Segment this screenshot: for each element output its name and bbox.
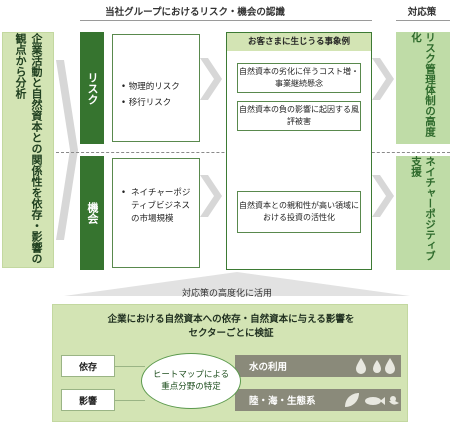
analysis-text: 企業活動と自然資本との関係性を依存・影響の観点から分析	[14, 33, 43, 264]
recognition-header: 当社グループにおけるリスク・機会の認識	[105, 7, 285, 18]
water-use-label: 水の利用	[249, 362, 288, 373]
sector-analysis-panel: 企業における自然資本への依存・自然資本に与える影響を セクターごとに検証 水の利…	[52, 304, 408, 422]
risk-arrow-1	[200, 58, 222, 100]
heatmap-oval: ヒートマップによる重点分野の特定	[141, 353, 241, 409]
land-sea-bar: 陸・海・生態系	[235, 389, 401, 411]
events-header: お客さまに生じうる事象例	[227, 33, 371, 51]
risk-item-transition: • 移行リスク	[121, 98, 172, 108]
opportunity-item-market: • ネイチャーポジティブビジネスの市場規模	[121, 188, 191, 224]
opportunity-response-panel: ネイチャーポジティブ支援	[396, 156, 450, 270]
feedback-label: 対応策の高度化に活用	[181, 289, 272, 299]
risk-arrow-2	[372, 58, 394, 100]
risk-event-reputation: 自然資本の負の影響に起因する風評被害	[237, 101, 361, 131]
opportunity-arrow-1	[200, 175, 222, 217]
risk-label: リスク	[86, 71, 99, 105]
risk-label-bar: リスク	[80, 32, 104, 144]
opportunity-arrow-2	[372, 175, 394, 217]
opportunity-label-bar: 機会	[80, 156, 104, 270]
dependency-connector	[115, 366, 145, 367]
land-sea-label: 陸・海・生態系	[249, 396, 316, 407]
heatmap-text: ヒートマップによる重点分野の特定	[152, 370, 230, 392]
risk-response-panel: リスク管理体制の高度化	[396, 32, 450, 144]
ecosystem-icon	[345, 393, 399, 407]
risk-event-cost: 自然資本の劣化に伴うコスト増・事業継続懸念	[237, 63, 361, 93]
impact-tag: 影響	[61, 389, 115, 411]
risk-items-box: • 物理的リスク • 移行リスク	[112, 34, 200, 142]
opportunity-event-investment: 自然資本との親和性が高い領域における投資の活性化	[237, 191, 361, 233]
analysis-panel: 企業活動と自然資本との関係性を依存・影響の観点から分析	[2, 32, 54, 268]
water-drop-icon	[356, 358, 395, 374]
response-header-divider	[396, 20, 450, 21]
flow-arrow-left	[56, 60, 78, 240]
opportunity-items-box: • ネイチャーポジティブビジネスの市場規模	[112, 158, 200, 268]
sector-analysis-title: 企業における自然資本への依存・自然資本に与える影響を セクターごとに検証	[107, 314, 355, 339]
opportunity-label: 機会	[86, 202, 99, 224]
risk-item-physical: • 物理的リスク	[121, 82, 180, 92]
dependency-tag: 依存	[61, 355, 115, 377]
response-header: 対応策	[407, 7, 437, 18]
events-box: お客さまに生じうる事象例 自然資本の劣化に伴うコスト増・事業継続懸念 自然資本の…	[226, 32, 372, 270]
impact-connector	[115, 400, 145, 401]
risk-response-text: リスク管理体制の高度化	[410, 32, 436, 137]
opportunity-response-text: ネイチャーポジティブ支援	[410, 156, 436, 261]
header-divider	[80, 20, 372, 21]
feedback-arrow	[64, 272, 410, 296]
